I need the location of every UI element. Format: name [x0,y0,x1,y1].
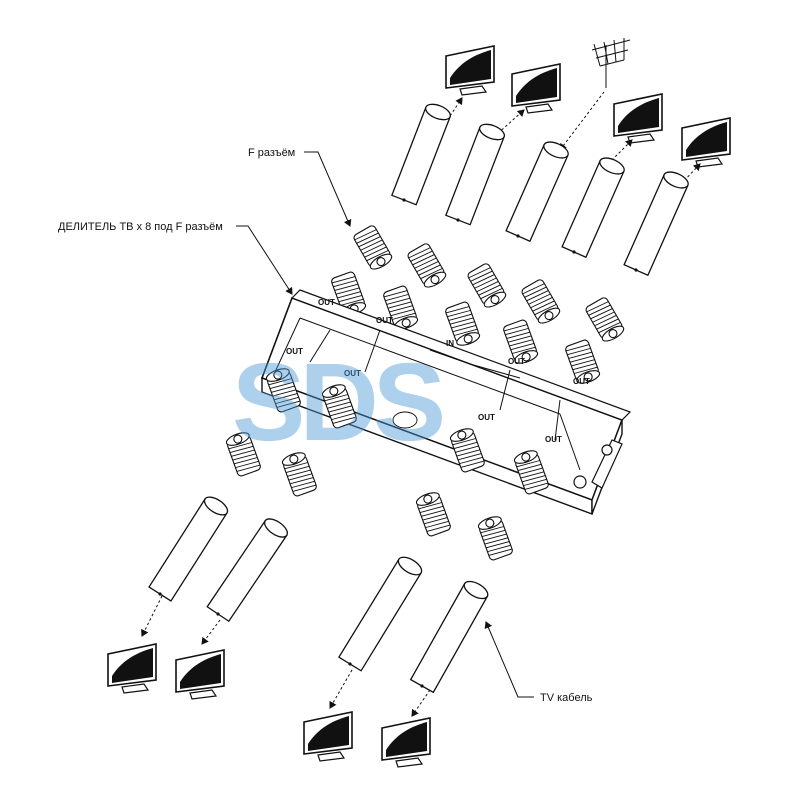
port-label-out: OUT [376,316,393,325]
f-connector-icon [585,297,625,342]
arrow [141,595,163,637]
arrow [413,97,463,171]
tv-icon [511,63,561,114]
coax-cable-icon [391,103,452,206]
arrow [559,91,605,151]
f-connector-label: F разъём [248,147,295,159]
port-label-out: OUT [286,347,303,356]
cable-group-bottom [148,368,549,694]
f-connector-icon [449,428,485,473]
tv-icon [445,45,495,96]
f-connector-icon [503,319,539,364]
coax-cable-icon [206,518,289,623]
tv-icon [613,93,663,144]
tv-cable-label: TV кабель [540,692,593,704]
arrow [201,619,221,645]
tv-icon [175,649,225,700]
coax-cable-icon [623,171,689,277]
coax-cable-icon [505,141,569,243]
f-connector-icon [281,452,317,497]
port-label-out: OUT [478,413,495,422]
tv-group-top [445,45,731,168]
splitter-label: ДЕЛИТЕЛЬ ТВ х 8 под F разъём [58,221,223,233]
f-connector-icon [265,368,301,413]
coax-cable-icon [561,157,625,259]
f-connector-icon [467,263,507,308]
tv-icon [381,717,431,768]
tv-icon [681,117,731,168]
antenna-icon [591,38,631,88]
arrow [329,669,353,709]
f-connector-icon [415,492,451,537]
f-connector-icon [407,243,447,288]
port-label-out: OUT [344,369,361,378]
coax-cable-icon [338,556,423,672]
tv-group-bottom [107,643,431,768]
f-connector-icon [521,279,561,324]
port-label-out: OUT [318,298,335,307]
f-connector-icon [321,384,357,429]
port-label-out: OUT [573,377,590,386]
f-connector-icon [445,301,481,346]
f-connector-icon [477,516,513,561]
tv-icon [303,711,353,762]
label-leaders [236,151,534,698]
cable-group-top [331,103,689,384]
f-connector-icon [565,339,601,384]
port-label-out: OUT [545,435,562,444]
f-connector-icon [353,225,393,270]
port-label-in: IN [446,339,454,348]
coax-cable-icon [409,580,489,694]
coax-cable-icon [445,123,506,226]
port-label-out: OUT [508,357,525,366]
watermark-logo: SDS [232,341,443,464]
f-connector-icon [225,432,261,477]
f-connector-icon [383,285,419,330]
port-labels: OUT OUT OUT OUT OUT OUT OUT OUT IN [286,298,590,444]
arrow [411,689,431,717]
tv-icon [107,643,157,694]
f-connector-icon [331,271,367,316]
f-connector-icon [513,450,549,495]
coax-cable-icon [148,496,229,602]
